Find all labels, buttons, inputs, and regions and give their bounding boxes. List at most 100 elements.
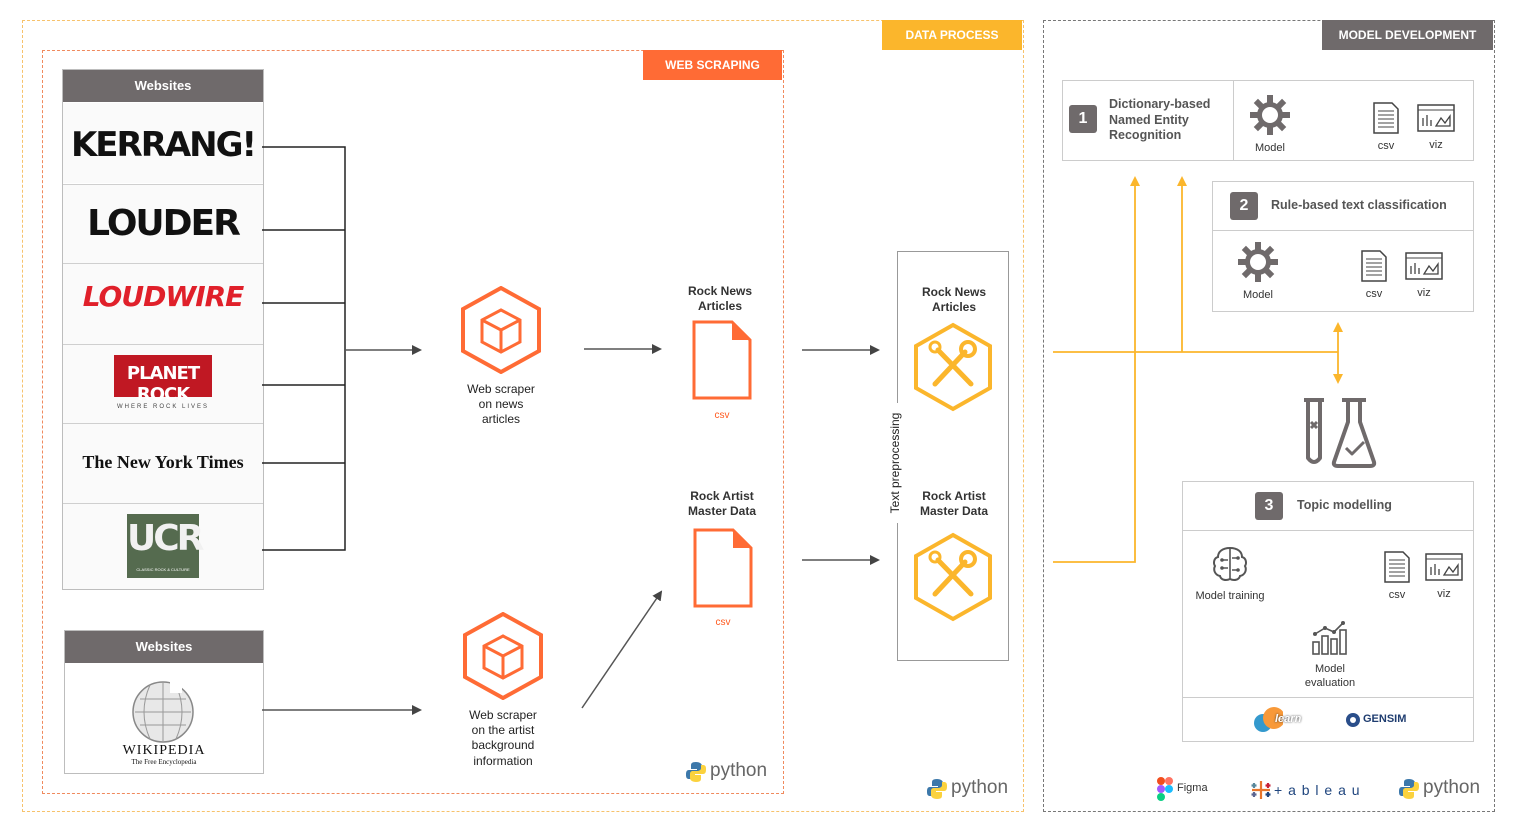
python-logo-text: python [710,760,768,781]
model3-training-label: Model training [1195,590,1265,602]
model3-box [1182,481,1474,742]
tableau-logo-text: + a b l e a u [1274,782,1361,798]
planet-rock-tagline: WHERE ROCK LIVES [116,404,209,410]
model1-model-label: Model [1255,142,1285,154]
chart-window-icon-2 [1405,252,1443,280]
scraper-artist-label-1: Web scraper [469,708,537,722]
gensim-logo: GENSIM [1345,712,1415,730]
file-artist-title-1: Rock Artist [690,489,754,503]
louder-logo-text: LOUDER [87,203,241,244]
ucr-tagline: CLASSIC ROCK & CULTURE [136,567,190,572]
figma-logo-text: Figma [1177,782,1208,794]
model-development-panel [1043,20,1495,812]
python-logo-data-process: python [926,777,1021,801]
preprocess-artist-title-2: Master Data [919,504,989,518]
model3-viz-label: viz [1437,588,1451,600]
tools-hexagon-icon-2 [913,532,993,622]
web-scraping-tag: WEB SCRAPING [643,50,782,80]
preprocess-news-title-1: Rock News [921,285,987,299]
logo-loudwire: LOUDWIRE [63,263,263,344]
file-artist-title-2: Master Data [687,504,757,518]
wikipedia-tagline: The Free Encyclopedia [131,758,197,766]
model2-model-label: Model [1243,289,1273,301]
preprocess-artist-title-1: Rock Artist [922,489,986,503]
scraper-news-label-2: on news [478,397,524,411]
model2-viz-label: viz [1417,287,1431,299]
preprocess-news-title-2: Articles [931,300,977,314]
logo-kerrang: KERRANG! [63,103,263,183]
bar-chart-icon [1310,620,1350,656]
scraper-news-label-3: articles [481,412,520,426]
model3-divider-top [1182,530,1473,531]
logo-ucr: UCR CLASSIC ROCK & CULTURE [63,503,263,589]
model3-title: Topic modelling [1297,498,1392,512]
web-scraping-panel [42,50,784,794]
file-news-title-1: Rock News [687,284,753,298]
document-icon [1372,101,1400,135]
planet-rock-logo-bg [114,355,212,397]
scraper-artist-label-4: information [473,754,533,768]
figma-logo: Figma [1157,776,1227,802]
document-icon-3 [1383,550,1411,584]
model2-title: Rule-based text classification [1271,198,1447,212]
chart-window-icon-3 [1425,553,1463,581]
web-scraper-cube-icon-2 [463,611,543,701]
sklearn-logo: learn [1253,706,1313,734]
preprocessing-vertical-label: Text preprocessing [888,403,904,523]
websites-header: Websites [63,70,263,102]
document-icon-2 [1360,249,1388,283]
planet-rock-logo-text: PLANET ROCK [126,363,200,405]
sklearn-logo-text: learn [1275,713,1302,725]
python-logo-text-3: python [1423,777,1481,798]
model2-csv-label: csv [1365,288,1383,300]
gensim-logo-text: GENSIM [1363,713,1407,725]
csv-file-icon [692,320,752,400]
csv-file-icon-2 [693,528,753,608]
data-process-tag: DATA PROCESS [882,20,1022,50]
model1-number-badge: 1 [1069,105,1097,133]
loudwire-logo-text: LOUDWIRE [82,280,245,313]
python-logo-text-2: python [951,777,1009,798]
scraper-news-label-1: Web scraper [467,382,535,396]
wikipedia-logo-text: WIKIPEDIA [122,743,206,758]
nyt-logo-text: The New York Times [82,452,244,472]
websites-list-artist: Websites WIKIPEDIA The Free Encyclopedia [64,630,264,774]
file-news-ext: csv [714,410,730,421]
model3-eval-label-2: evaluation [1304,677,1356,689]
model3-eval-label-1: Model [1315,663,1345,675]
web-scraper-cube-icon [461,285,541,375]
wikipedia-globe-icon [130,679,196,745]
logo-planet-rock: PLANET ROCK WHERE ROCK LIVES [63,344,263,423]
chart-window-icon [1417,104,1455,132]
model1-viz-label: viz [1429,139,1443,151]
websites-list-news: Websites KERRANG! LOUDER LOUDWIRE PLANET… [62,69,264,590]
data-process-panel [22,20,1024,812]
model3-number-badge: 3 [1255,492,1283,520]
kerrang-logo-text: KERRANG! [70,125,257,165]
file-artist-ext: csv [715,617,731,628]
gear-icon-2 [1238,242,1278,282]
model2-divider [1212,230,1473,231]
logo-louder: LOUDER [63,184,263,263]
model2-number-badge: 2 [1230,192,1258,220]
tools-hexagon-icon [913,322,993,412]
gear-icon [1250,95,1290,135]
tableau-logo: + a b l e a u [1250,779,1365,801]
model1-title-2: Named Entity [1109,113,1189,127]
websites-header-b: Websites [65,631,263,663]
scraper-artist-label-3: background [471,738,535,752]
lab-flask-icon [1298,396,1378,470]
scraper-artist-label-2: on the artist [471,723,535,737]
ucr-logo-bg [127,514,199,578]
model1-csv-label: csv [1377,140,1395,152]
python-logo-model-dev: python [1398,777,1493,801]
python-logo-web-scraping: python [685,760,780,784]
model1-title-3: Recognition [1109,128,1182,142]
logo-nyt: The New York Times [63,423,263,503]
file-news-title-2: Articles [697,299,743,313]
model1-divider [1233,80,1234,160]
ai-brain-icon [1210,544,1250,584]
model-development-tag: MODEL DEVELOPMENT [1322,20,1493,50]
model1-title-1: Dictionary-based [1109,97,1211,111]
